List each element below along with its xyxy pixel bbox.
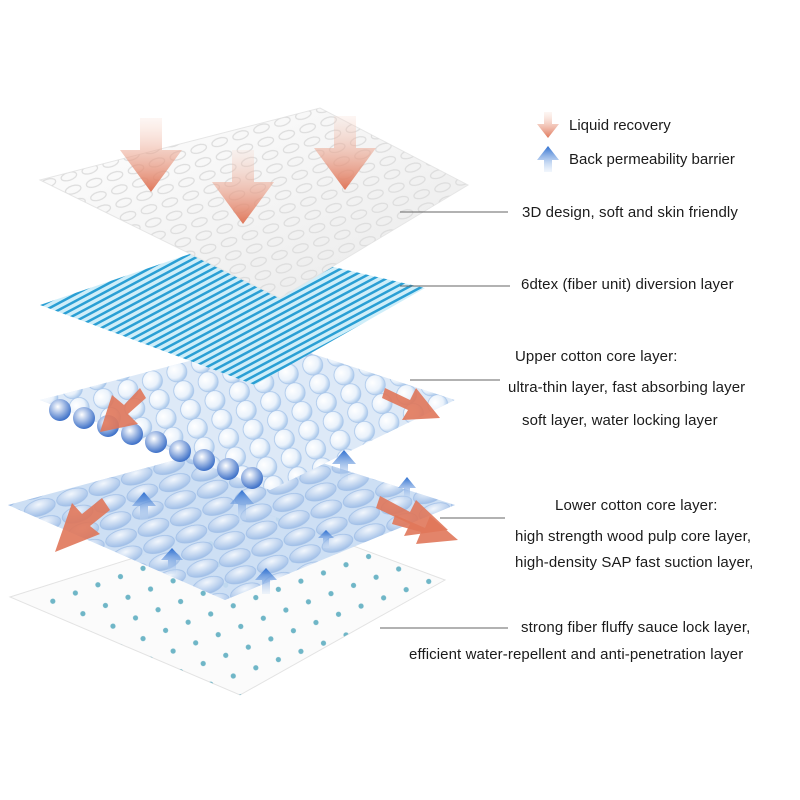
top-sheet-label: 3D design, soft and skin friendly: [522, 204, 738, 221]
lower-core-line2: high-density SAP fast suction layer,: [515, 554, 754, 571]
lower-core-line1: high strength wood pulp core layer,: [515, 528, 752, 545]
diversion-layer-label: 6dtex (fiber unit) diversion layer: [521, 276, 734, 293]
barrier-arrows-up: [132, 450, 416, 594]
down-arrow-icon: [537, 112, 559, 138]
legend-back-permeability: Back permeability barrier: [537, 146, 735, 172]
upper-core-line2: soft layer, water locking layer: [522, 412, 718, 429]
liquid-arrows-side: [55, 388, 458, 552]
legend-liquid-recovery-label: Liquid recovery: [569, 116, 671, 134]
upper-core-line1: ultra-thin layer, fast absorbing layer: [508, 379, 746, 396]
liquid-arrows-down: [120, 116, 376, 224]
legend-liquid-recovery: Liquid recovery: [537, 112, 671, 138]
up-arrow-icon: [537, 146, 559, 172]
upper-core-edge-bubbles: [49, 399, 263, 489]
bottom-sheet-line2: efficient water-repellent and anti-penet…: [409, 646, 744, 663]
upper-cotton-core-layer: [40, 340, 455, 490]
legend-back-permeability-label: Back permeability barrier: [569, 150, 735, 168]
diversion-layer: [40, 242, 425, 385]
upper-core-title: Upper cotton core layer:: [515, 348, 678, 365]
leader-lines: [380, 211, 510, 629]
bottom-sheet-line1: strong fiber fluffy sauce lock layer,: [521, 619, 751, 636]
lower-core-title: Lower cotton core layer:: [555, 497, 718, 514]
